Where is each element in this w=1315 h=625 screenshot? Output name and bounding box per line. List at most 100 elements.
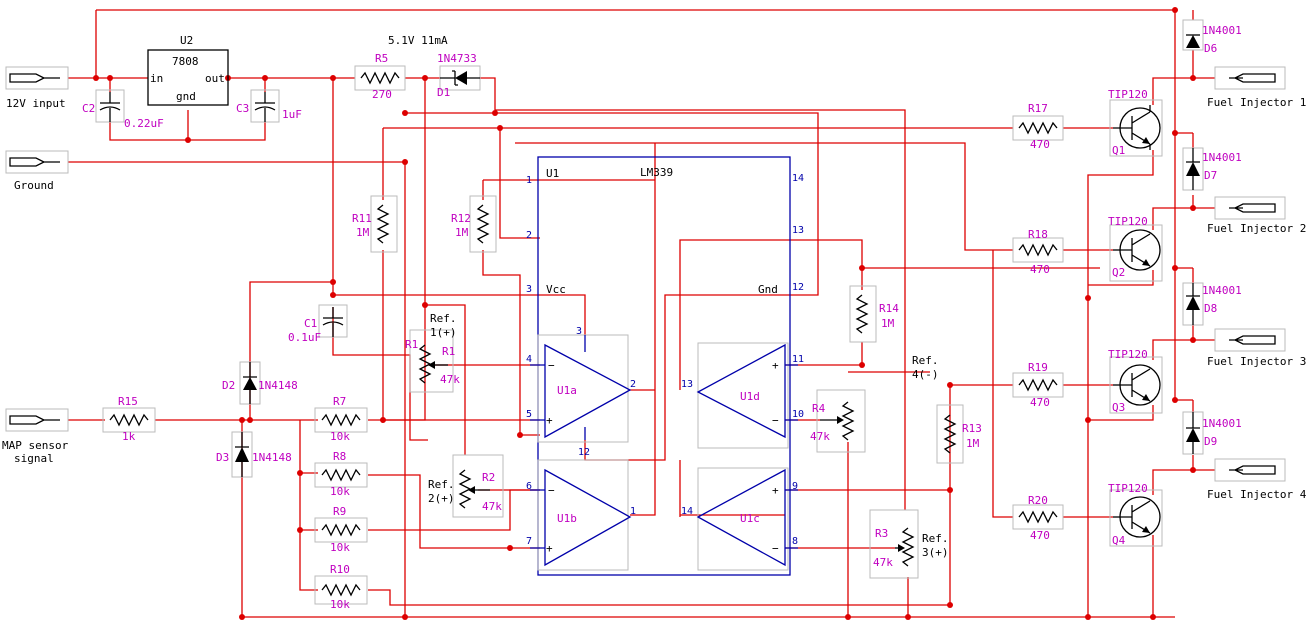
c1-value: 0.1uF: [288, 331, 321, 344]
c2-value: 0.22uF: [124, 117, 164, 130]
connector-injector-1[interactable]: [1214, 66, 1286, 90]
ref4-line1: Ref.: [912, 354, 939, 367]
connector-ground[interactable]: [5, 150, 69, 174]
r19-value: 470: [1030, 396, 1050, 409]
diode-d8[interactable]: 1N4001 D8: [1182, 282, 1242, 326]
resistor-r8[interactable]: R8 10k: [314, 450, 368, 498]
regulator-u2[interactable]: U2 7808 in out gnd: [147, 34, 229, 106]
connector-injector-2[interactable]: [1214, 196, 1286, 220]
diode-d6[interactable]: 1N4001 D6: [1182, 19, 1242, 55]
resistor-r9[interactable]: R9 10k: [314, 505, 368, 554]
comparator-u1a[interactable]: −+ U1a 3 2 12: [530, 326, 636, 458]
r1-value: 47k: [440, 373, 460, 386]
connector-12v[interactable]: [5, 66, 69, 90]
pot-r3[interactable]: R3 47k: [869, 509, 919, 579]
u1d-label: U1d: [740, 390, 760, 403]
r13-value: 1M: [966, 437, 980, 450]
r4-ref: R4: [812, 402, 826, 415]
resistor-r19[interactable]: R19 470: [1012, 361, 1064, 409]
pin-12-right: 12: [792, 282, 804, 293]
diode-d2[interactable]: D2 1N4148: [222, 361, 298, 405]
label-injector-2: Fuel Injector 2: [1207, 222, 1306, 235]
d6-ref: D6: [1204, 42, 1217, 55]
capacitor-c2[interactable]: C2 0.22uF: [82, 89, 164, 130]
r9-value: 10k: [330, 541, 350, 554]
ref4-line2: 4(-): [912, 368, 939, 381]
r12-value: 1M: [455, 226, 469, 239]
pot-r2[interactable]: R2 47k: [452, 454, 504, 518]
q1-part: TIP120: [1108, 88, 1148, 101]
d1-part: 1N4733: [437, 52, 477, 65]
pin-8: 8: [792, 536, 798, 547]
pot-r4[interactable]: R4 47k: [810, 389, 866, 453]
d6-part: 1N4001: [1202, 24, 1242, 37]
pin-6: 6: [526, 481, 532, 492]
r5-value: 270: [372, 88, 392, 101]
ref3-line2: 3(+): [922, 546, 949, 559]
ref3-line1: Ref.: [922, 532, 949, 545]
resistor-r11[interactable]: R11 1M: [352, 195, 398, 253]
c1-ref: C1: [304, 317, 317, 330]
u1b-label: U1b: [557, 512, 577, 525]
u1a-pin12: 12: [578, 447, 590, 458]
resistor-r15[interactable]: R15 1k: [102, 395, 156, 443]
r14-ref: R14: [879, 302, 899, 315]
resistor-r10[interactable]: R10 10k: [314, 563, 368, 611]
u1c-pin14: 14: [681, 506, 693, 517]
connector-injector-3[interactable]: [1214, 328, 1286, 352]
connector-injector-4[interactable]: [1214, 458, 1286, 482]
transistor-q1[interactable]: TIP120 Q1: [1108, 88, 1163, 157]
u1-vcc: Vcc: [546, 283, 566, 296]
label-ground: Ground: [14, 179, 54, 192]
comparator-u1c[interactable]: +− U1c 14: [681, 467, 798, 571]
r10-value: 10k: [330, 598, 350, 611]
svg-text:+: +: [546, 414, 553, 427]
svg-text:−: −: [772, 542, 779, 555]
ref1-line1: Ref.: [430, 312, 457, 325]
pot-r1[interactable]: R1 R1 47k: [405, 329, 460, 393]
transistor-q2[interactable]: TIP120 Q2: [1108, 215, 1163, 282]
diode-d3[interactable]: D3 1N4148: [216, 431, 292, 478]
resistor-r14[interactable]: R14 1M: [849, 285, 899, 343]
u1c-label: U1c: [740, 512, 760, 525]
diode-d7[interactable]: 1N4001 D7: [1182, 147, 1242, 191]
connector-map[interactable]: [5, 408, 69, 432]
resistor-r7[interactable]: R7 10k: [314, 395, 368, 443]
zener-d1[interactable]: 5.1V 11mA 1N4733 D1: [388, 34, 481, 99]
u1b-pin1: 1: [630, 506, 636, 517]
diode-d9[interactable]: 1N4001 D9: [1182, 411, 1242, 455]
r8-value: 10k: [330, 485, 350, 498]
d8-ref: D8: [1204, 302, 1217, 315]
r1-ref: R1: [442, 345, 455, 358]
r15-value: 1k: [122, 430, 136, 443]
r20-value: 470: [1030, 529, 1050, 542]
d3-part: 1N4148: [252, 451, 292, 464]
r18-ref: R18: [1028, 228, 1048, 241]
comparator-u1b[interactable]: −+ U1b 1: [530, 459, 636, 571]
transistor-q3[interactable]: TIP120 Q3: [1108, 348, 1163, 414]
resistor-r17[interactable]: R17 470: [1012, 102, 1064, 151]
resistor-r13[interactable]: R13 1M: [936, 404, 982, 464]
resistor-r20[interactable]: R20 470: [1012, 494, 1064, 542]
transistor-q4[interactable]: TIP120 Q4: [1108, 482, 1163, 547]
comparator-u1d[interactable]: +− U1d 13: [681, 342, 798, 449]
pin-13-right: 13: [792, 225, 804, 236]
q4-part: TIP120: [1108, 482, 1148, 495]
resistor-r18[interactable]: R18 470: [1012, 228, 1064, 276]
r19-ref: R19: [1028, 361, 1048, 374]
d2-part: 1N4148: [258, 379, 298, 392]
r7-value: 10k: [330, 430, 350, 443]
r11-ref: R11: [352, 212, 372, 225]
c3-ref: C3: [236, 102, 249, 115]
r20-ref: R20: [1028, 494, 1048, 507]
pin-7: 7: [526, 536, 532, 547]
capacitor-c3[interactable]: C3 1uF: [236, 89, 302, 123]
r2-value: 47k: [482, 500, 502, 513]
ic-u1-lm339[interactable]: U1 LM339 Vcc Gnd 1 2 3 4 5 6 7 14 13 12 …: [526, 156, 804, 576]
resistor-r5[interactable]: R5 270: [354, 52, 406, 101]
d7-ref: D7: [1204, 169, 1217, 182]
label-injector-3: Fuel Injector 3: [1207, 355, 1306, 368]
capacitor-c1[interactable]: C1 0.1uF: [288, 304, 348, 344]
label-injector-4: Fuel Injector 4: [1207, 488, 1307, 501]
resistor-r12[interactable]: R12 1M: [451, 195, 497, 253]
